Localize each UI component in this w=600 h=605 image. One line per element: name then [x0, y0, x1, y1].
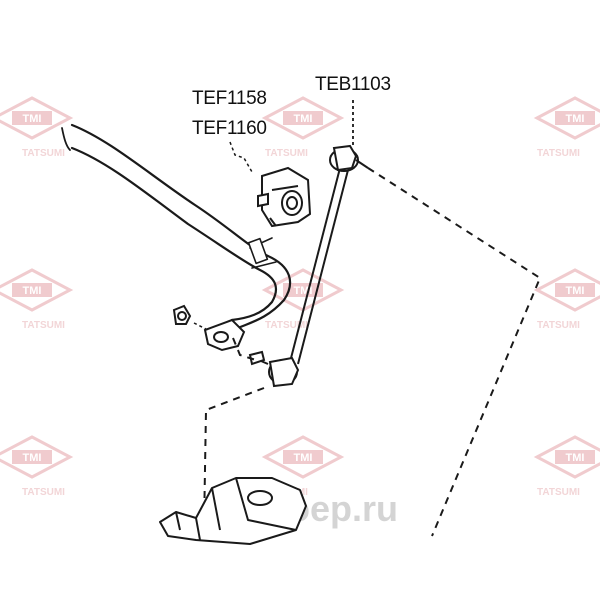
svg-text:TATSUMI: TATSUMI: [537, 487, 580, 498]
svg-text:TMI: TMI: [566, 452, 585, 464]
watermark-logo: TMI TATSUMI: [533, 96, 600, 159]
guide-lines: [203, 167, 542, 537]
svg-text:TMI: TMI: [294, 452, 313, 464]
lower-mount: [159, 477, 307, 545]
svg-text:TATSUMI: TATSUMI: [22, 487, 65, 498]
svg-text:TATSUMI: TATSUMI: [265, 320, 308, 331]
svg-text:TATSUMI: TATSUMI: [22, 148, 65, 159]
part-label-tef1160: TEF1160: [192, 118, 267, 139]
bushing-assembly: [257, 166, 312, 228]
part-label-teb1103: TEB1103: [315, 74, 391, 95]
stabilizer-link: [248, 144, 369, 388]
svg-text:TMI: TMI: [23, 285, 42, 297]
svg-text:TATSUMI: TATSUMI: [22, 320, 65, 331]
svg-text:TATSUMI: TATSUMI: [265, 148, 308, 159]
stabilizer-bar: [61, 123, 292, 342]
watermark-logo: TMI TATSUMI: [0, 268, 74, 331]
part-label-tef1158: TEF1158: [192, 88, 267, 109]
watermark-layer: TMI TATSUMI TMI TATSUMI TMI TATSUMI TMI …: [0, 96, 600, 498]
svg-text:TMI: TMI: [294, 113, 313, 125]
watermark-logo: TMI TATSUMI: [0, 435, 74, 498]
leader-nut: [193, 322, 209, 331]
bar-end-bracket: [172, 304, 246, 352]
watermark-logo: TMI TATSUMI: [261, 96, 345, 159]
svg-text:TATSUMI: TATSUMI: [537, 320, 580, 331]
leader-bushing: [229, 141, 253, 173]
svg-text:TATSUMI: TATSUMI: [537, 148, 580, 159]
svg-text:TMI: TMI: [23, 452, 42, 464]
watermark-logo: TMI TATSUMI: [0, 96, 74, 159]
watermark-logo: TMI TATSUMI: [533, 268, 600, 331]
watermark-logo: TMI TATSUMI: [533, 435, 600, 498]
svg-text:TMI: TMI: [566, 285, 585, 297]
svg-text:oep.ru: oep.ru: [288, 488, 398, 529]
svg-text:TMI: TMI: [23, 113, 42, 125]
watermark-logo: TMI TATSUMI: [261, 268, 345, 331]
svg-text:TMI: TMI: [566, 113, 585, 125]
